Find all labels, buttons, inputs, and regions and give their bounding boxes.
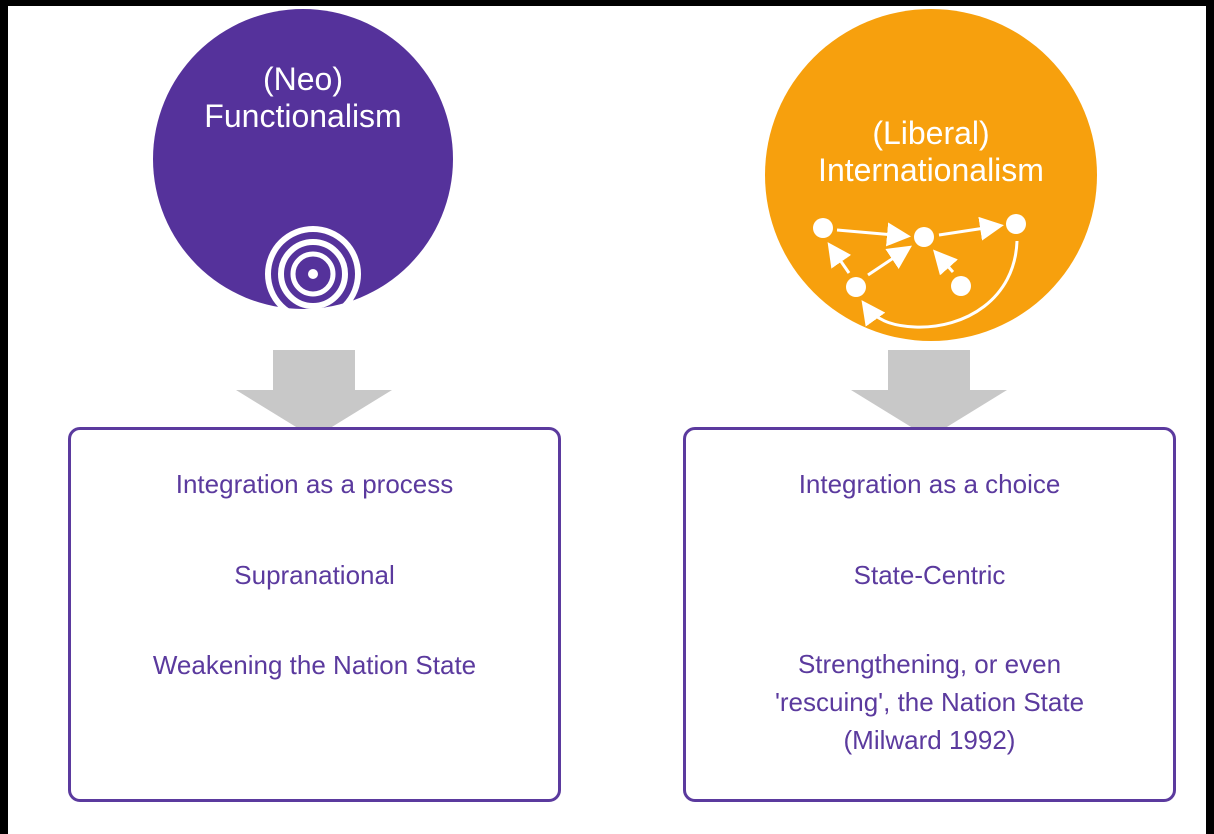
neo-point-supranational: Supranational xyxy=(234,560,395,590)
lib-point-strengthening: Strengthening, or even xyxy=(797,649,1062,679)
neo-functionalism-box: Integration as a process Supranational W… xyxy=(68,427,561,802)
lib-title-line1: (Liberal) xyxy=(872,115,990,151)
liberal-internationalism-box: Integration as a choice State-Centric St… xyxy=(683,427,1176,802)
neo-title: (Neo) Functionalism xyxy=(153,61,453,135)
neo-down-arrow xyxy=(236,350,392,438)
lib-point-state-centric: State-Centric xyxy=(853,560,1006,590)
lib-point-choice: Integration as a choice xyxy=(798,469,1061,499)
neo-functionalism-circle: (Neo) Functionalism xyxy=(153,9,453,309)
neo-point-process: Integration as a process xyxy=(175,469,454,499)
network-graph-icon xyxy=(813,214,1026,329)
lib-title: (Liberal) Internationalism xyxy=(765,115,1097,189)
lib-title-line2: Internationalism xyxy=(818,152,1044,188)
neo-point-weakening: Weakening the Nation State xyxy=(152,650,477,680)
lib-point-rescuing: 'rescuing', the Nation State xyxy=(774,687,1085,717)
liberal-internationalism-circle: (Liberal) Internationalism xyxy=(765,9,1097,341)
lib-point-citation: (Milward 1992) xyxy=(843,725,1016,755)
lib-down-arrow xyxy=(851,350,1007,438)
neo-title-line1: (Neo) xyxy=(262,61,343,97)
neo-title-line2: Functionalism xyxy=(204,98,402,134)
concentric-circles-icon xyxy=(265,226,361,309)
